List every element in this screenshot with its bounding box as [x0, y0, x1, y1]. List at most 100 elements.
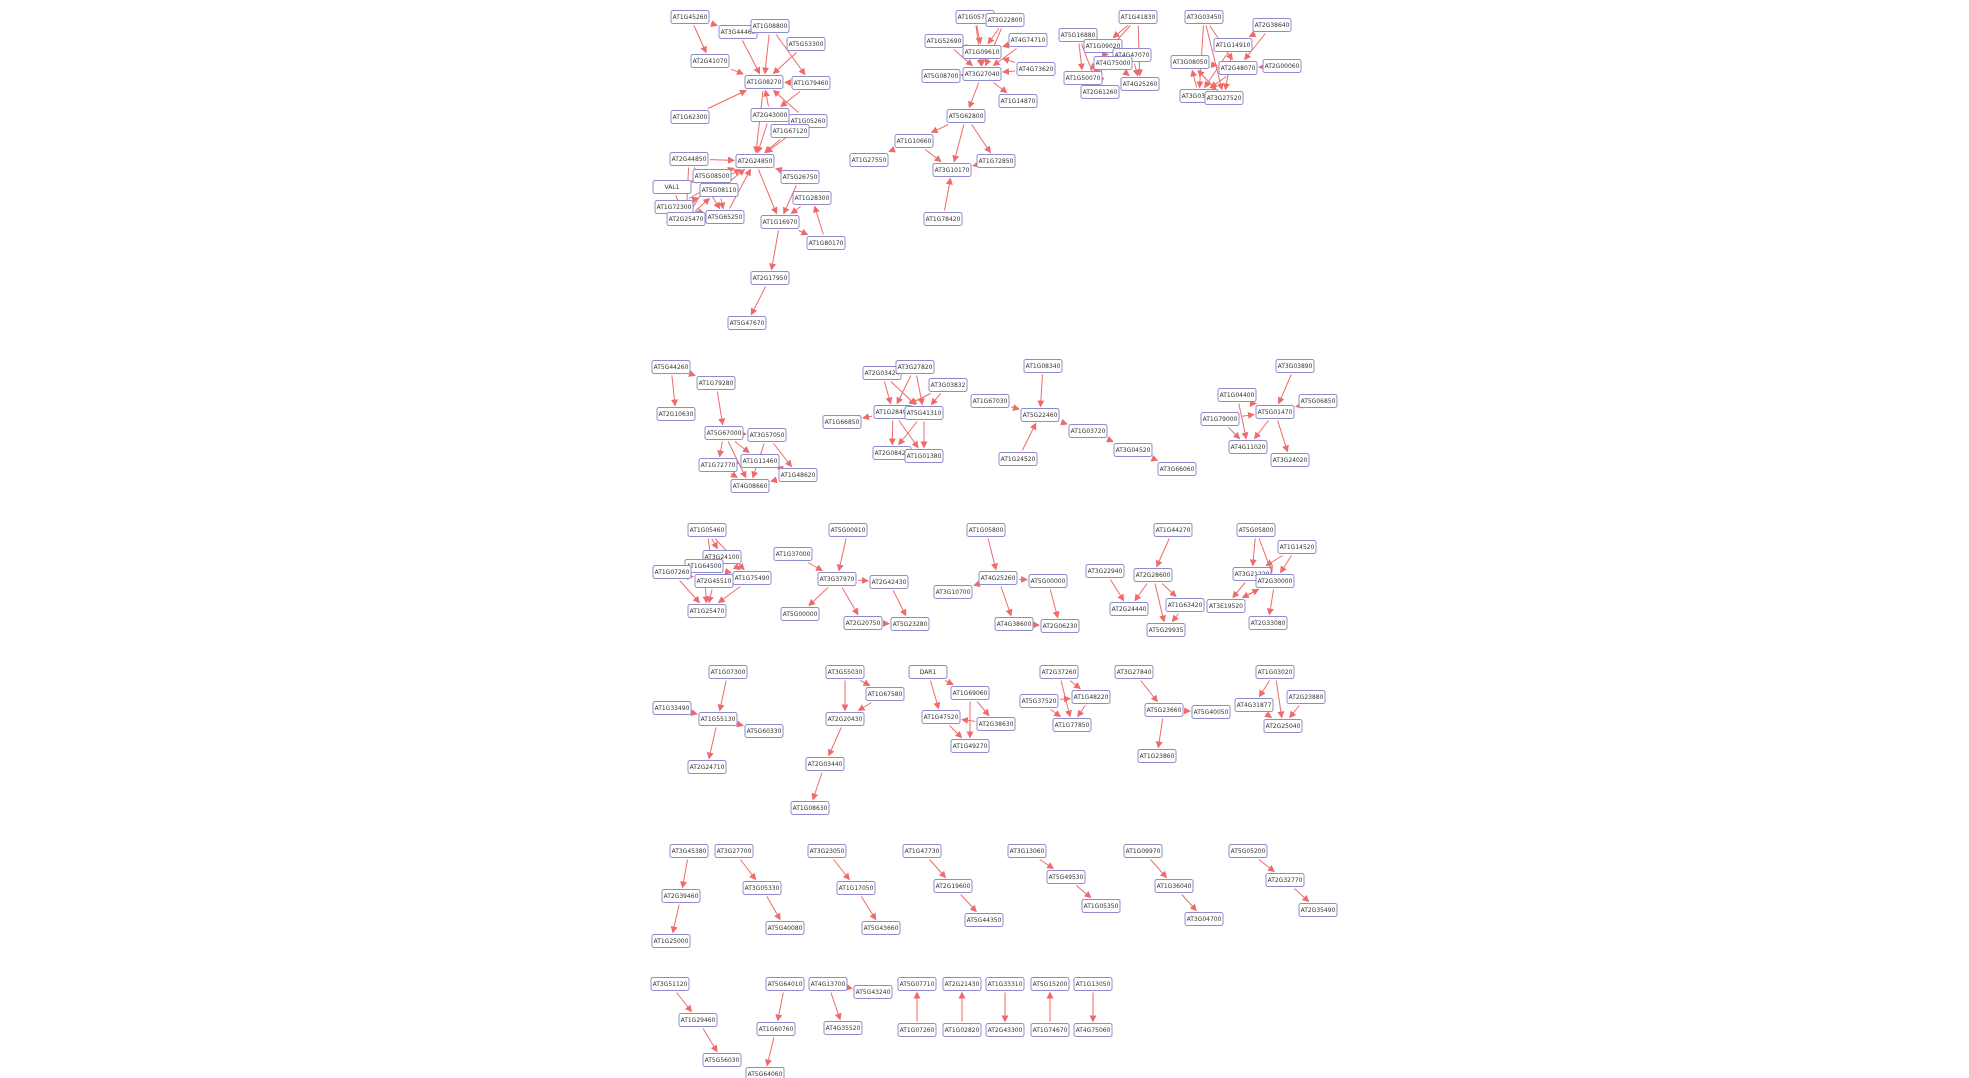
gene-node[interactable]: AT1G03020 [1255, 665, 1295, 679]
gene-node[interactable]: AT3G27820 [895, 360, 935, 374]
gene-node[interactable]: AT1G09020 [1083, 39, 1123, 53]
gene-node[interactable]: AT5G62800 [946, 109, 986, 123]
gene-node[interactable]: AT3G03450 [1184, 10, 1224, 24]
gene-node[interactable]: AT1G67120 [770, 124, 810, 138]
gene-node[interactable]: AT2G43300 [985, 1023, 1025, 1037]
gene-node[interactable]: AT1G55130 [698, 712, 738, 726]
gene-node[interactable]: AT2G24710 [687, 760, 727, 774]
gene-node[interactable]: AT1G09970 [1123, 844, 1163, 858]
gene-node[interactable]: AT5G07710 [897, 977, 937, 991]
gene-node[interactable]: AT5G00000 [1028, 574, 1068, 588]
gene-node[interactable]: AT3G22800 [985, 13, 1025, 27]
gene-node[interactable]: AT2G25470 [666, 212, 706, 226]
gene-node[interactable]: AT5G23660 [1144, 703, 1184, 717]
gene-node[interactable]: AT4G08660 [730, 479, 770, 493]
gene-node[interactable]: AT1G72770 [698, 458, 738, 472]
gene-node[interactable]: AT2G28600 [1133, 568, 1173, 582]
gene-node[interactable]: AT4G25260 [1120, 77, 1160, 91]
gene-node[interactable]: AT3G27840 [1114, 665, 1154, 679]
gene-node[interactable]: AT1G80170 [806, 236, 846, 250]
gene-node[interactable]: AT2G39460 [661, 889, 701, 903]
gene-node[interactable]: AT3E19520 [1206, 599, 1246, 613]
gene-node[interactable]: AT3G27520 [1204, 91, 1244, 105]
gene-node[interactable]: AT1G05460 [687, 523, 727, 537]
gene-node[interactable]: AT3G04700 [1184, 912, 1224, 926]
gene-node[interactable]: AT1G27550 [849, 153, 889, 167]
gene-node[interactable]: AT5G64010 [765, 977, 805, 991]
gene-node[interactable]: AT5G05200 [1228, 844, 1268, 858]
gene-node[interactable]: AT5G47670 [727, 316, 767, 330]
gene-node[interactable]: AT5G49530 [1046, 870, 1086, 884]
gene-node[interactable]: AT1G36040 [1154, 879, 1194, 893]
gene-node[interactable]: AT5G06850 [1298, 394, 1338, 408]
gene-node[interactable]: AT1G60760 [756, 1022, 796, 1036]
gene-node[interactable]: AT5G08110 [699, 183, 739, 197]
gene-node[interactable]: AT5G41310 [904, 406, 944, 420]
gene-node[interactable]: AT5G08700 [921, 69, 961, 83]
gene-node[interactable]: AT5G26750 [780, 170, 820, 184]
gene-node[interactable]: AT1G05350 [1081, 899, 1121, 913]
gene-node[interactable]: AT2G19600 [933, 879, 973, 893]
gene-node[interactable]: AT3G03832 [928, 378, 968, 392]
gene-node[interactable]: AT5G44350 [964, 913, 1004, 927]
gene-node[interactable]: AT1G14870 [998, 94, 1038, 108]
gene-node[interactable]: AT1G79460 [791, 76, 831, 90]
gene-node[interactable]: AT3G04520 [1113, 443, 1153, 457]
gene-node[interactable]: AT1G47730 [902, 844, 942, 858]
gene-node[interactable]: AT2G42430 [869, 575, 909, 589]
gene-node[interactable]: AT2G03424 [862, 366, 902, 380]
gene-node[interactable]: AT1G25470 [687, 604, 727, 618]
gene-node[interactable]: AT3G05330 [742, 881, 782, 895]
gene-node[interactable]: AT1G45260 [670, 10, 710, 24]
gene-node[interactable]: AT4G31877 [1234, 698, 1274, 712]
gene-node[interactable]: AT2G00060 [1262, 59, 1302, 73]
gene-node[interactable]: AT5G16880 [1058, 28, 1098, 42]
gene-node[interactable]: AT3G03890 [1275, 359, 1315, 373]
gene-node[interactable]: AT1G48220 [1071, 690, 1111, 704]
gene-node[interactable]: AT3G13060 [1007, 844, 1047, 858]
gene-node[interactable]: AT4G11020 [1228, 440, 1268, 454]
gene-node[interactable]: AT1G79000 [1200, 412, 1240, 426]
gene-node[interactable]: AT1G24520 [998, 452, 1038, 466]
gene-node[interactable]: AT3G45380 [669, 844, 709, 858]
gene-node[interactable]: AT4G35520 [823, 1021, 863, 1035]
gene-node[interactable]: AT2G24850 [735, 154, 775, 168]
gene-node[interactable]: AT2G25040 [1263, 719, 1303, 733]
gene-node[interactable]: AT5G43240 [853, 985, 893, 999]
gene-node[interactable]: AT3G27700 [714, 844, 754, 858]
gene-node[interactable]: AT2G33080 [1248, 616, 1288, 630]
gene-node[interactable]: AT1G14910 [1213, 38, 1253, 52]
gene-node[interactable]: AT1G33490 [652, 701, 692, 715]
gene-node[interactable]: AT3G37970 [817, 572, 857, 586]
gene-node[interactable]: AT3G66060 [1157, 462, 1197, 476]
gene-node[interactable]: AT1G49270 [950, 739, 990, 753]
gene-node[interactable]: AT1G48620 [778, 468, 818, 482]
gene-node[interactable]: AT5G08500 [692, 169, 732, 183]
gene-node[interactable]: AT1G11460 [740, 454, 780, 468]
gene-node[interactable]: AT1G72850 [976, 154, 1016, 168]
gene-node[interactable]: AT1G63420 [1165, 598, 1205, 612]
gene-node[interactable]: AT5G22460 [1020, 408, 1060, 422]
gene-node[interactable]: AT2G03440 [805, 757, 845, 771]
gene-node[interactable]: AT2G24440 [1109, 602, 1149, 616]
gene-node[interactable]: AT1G07300 [708, 665, 748, 679]
gene-node[interactable]: AT2G45510 [694, 574, 734, 588]
gene-node[interactable]: AT1G10660 [894, 134, 934, 148]
gene-node[interactable]: AT5G53300 [786, 37, 826, 51]
gene-node[interactable]: AT5G60330 [744, 724, 784, 738]
gene-node[interactable]: AT5G43660 [861, 921, 901, 935]
gene-node[interactable]: AT1G62300 [670, 110, 710, 124]
gene-node[interactable]: AT1G29460 [678, 1013, 718, 1027]
gene-node[interactable]: AT1G67030 [970, 394, 1010, 408]
gene-node[interactable]: AT1G08340 [1023, 359, 1063, 373]
gene-node[interactable]: AT1G25000 [651, 934, 691, 948]
gene-node[interactable]: AT2G20430 [825, 712, 865, 726]
gene-node[interactable]: AT2G06230 [1040, 619, 1080, 633]
gene-node[interactable]: AT1G01380 [904, 449, 944, 463]
gene-node[interactable]: AT1G08800 [750, 19, 790, 33]
gene-node[interactable]: AT5G15200 [1030, 977, 1070, 991]
gene-node[interactable]: AT1G37000 [773, 547, 813, 561]
gene-node[interactable]: AT5G40080 [765, 921, 805, 935]
gene-node[interactable]: AT1G33310 [985, 977, 1025, 991]
gene-node[interactable]: AT1G74670 [1030, 1023, 1070, 1037]
